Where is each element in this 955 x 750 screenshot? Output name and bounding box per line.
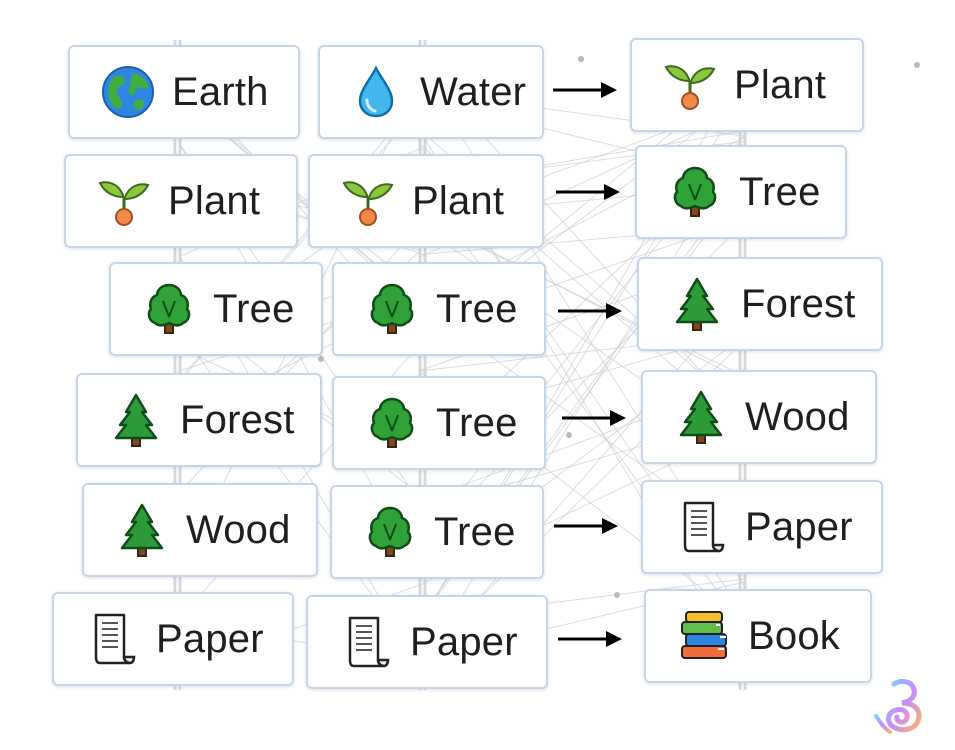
element-label: Paper [156,616,264,661]
element-label: Tree [436,400,518,445]
scroll-paper-icon [338,614,394,670]
element-tile-tree[interactable]: Tree [330,485,544,579]
tree-icon [364,395,420,451]
element-label: Forest [741,281,856,326]
tree-icon [141,281,197,337]
result-tile-forest[interactable]: Forest [637,257,883,351]
element-tile-plant[interactable]: Plant [64,154,298,248]
seedling-icon [662,57,718,113]
combine-arrow [554,514,620,538]
element-tile-tree[interactable]: Tree [332,262,546,356]
books-stack-icon [676,608,732,664]
element-label: Water [420,69,527,114]
combine-arrow [553,78,619,102]
result-tile-plant[interactable]: Plant [630,38,864,132]
element-tile-water[interactable]: Water [318,45,544,139]
element-tile-tree[interactable]: Tree [332,376,546,470]
evergreen-tree-icon [673,389,729,445]
combine-arrow [556,180,622,204]
seedling-icon [340,173,396,229]
scroll-paper-icon [673,499,729,555]
tree-icon [667,164,723,220]
element-label: Paper [410,619,518,664]
result-tile-tree[interactable]: Tree [635,145,847,239]
element-tile-plant[interactable]: Plant [308,154,544,248]
tree-icon [364,281,420,337]
element-tile-earth[interactable]: Earth [68,45,300,139]
combine-arrow [558,627,624,651]
element-label: Plant [734,62,827,107]
element-label: Wood [745,394,850,439]
element-label: Tree [434,509,516,554]
element-label: Plant [412,178,505,223]
water-drop-icon [348,64,404,120]
scroll-paper-icon [84,611,140,667]
element-tile-paper[interactable]: Paper [306,595,548,689]
element-label: Book [748,613,840,658]
element-tile-paper[interactable]: Paper [52,592,294,686]
element-label: Tree [739,169,821,214]
earth-globe-icon [100,64,156,120]
result-tile-book[interactable]: Book [644,589,872,683]
evergreen-tree-icon [669,276,725,332]
element-label: Wood [186,507,291,552]
element-tile-tree[interactable]: Tree [109,262,323,356]
brand-logo-icon [870,676,938,738]
seedling-icon [96,173,152,229]
result-tile-wood[interactable]: Wood [641,370,877,464]
element-tile-wood[interactable]: Wood [82,483,318,577]
combine-arrow [558,299,624,323]
element-label: Plant [168,178,261,223]
element-tile-forest[interactable]: Forest [76,373,322,467]
decorative-dot [318,356,324,362]
element-label: Tree [213,286,295,331]
result-tile-paper[interactable]: Paper [641,480,883,574]
combine-arrow [562,406,628,430]
element-label: Paper [745,504,853,549]
evergreen-tree-icon [114,502,170,558]
element-label: Tree [436,286,518,331]
decorative-dot [566,432,572,438]
tree-icon [362,504,418,560]
decorative-dot [914,62,920,68]
decorative-dot [578,56,584,62]
evergreen-tree-icon [108,392,164,448]
element-label: Earth [172,69,269,114]
decorative-dot [614,592,620,598]
element-label: Forest [180,397,295,442]
